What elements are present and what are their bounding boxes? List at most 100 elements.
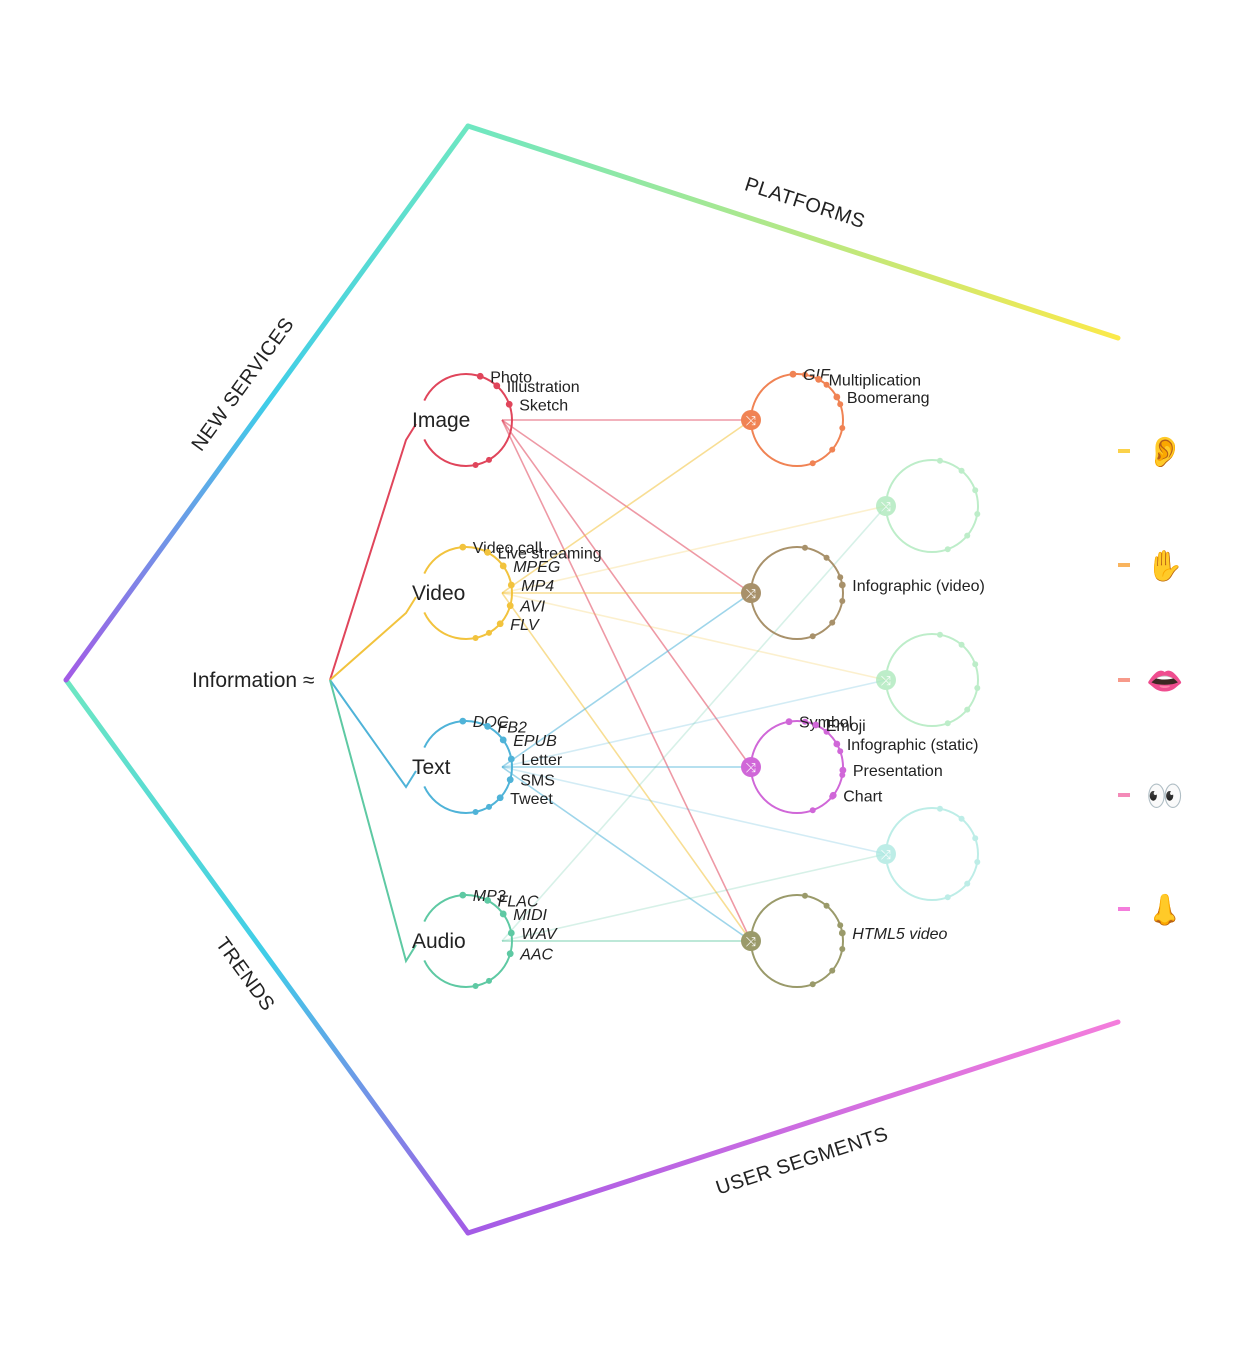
output-item-dot-o5-0 [785,718,793,726]
output-o3: ⤨ Infographic (video) [741,544,985,640]
output-item-label-o1-1: Multiplication [829,372,921,389]
item-label-text-4: SMS [520,773,555,790]
connection-text-o3 [501,592,752,768]
output-ring-o3 [750,546,844,640]
output-dot-o1-5 [809,460,816,467]
item-dot-extra-audio-1 [472,982,479,989]
output-dot-o6-2 [972,835,979,842]
output-dot-o3-3 [839,597,846,604]
output-dot-o6-3 [974,858,981,865]
item-dot-video-2 [499,562,507,570]
lips-icon: 👄 [1146,665,1183,698]
output-item-label-o5-2: Infographic (static) [847,737,979,754]
item-label-image-2: Sketch [519,397,568,414]
connection-video-o1 [501,419,752,594]
shuffle-icon: ⤨ [881,847,892,862]
output-dot-o6-5 [944,894,951,901]
root-link-image [329,423,417,681]
shuffle-icon: ⤨ [746,760,757,775]
root-links [329,423,417,964]
output-dot-o7-3 [839,945,846,952]
category-ring-image [423,373,513,467]
root-link-video [329,596,417,681]
output-dot-o2-0 [936,457,943,464]
item-dot-text-3 [507,755,515,763]
nose-icon: 👃 [1146,892,1183,927]
connection-audio-o6 [501,853,887,942]
item-label-video-3: MP4 [521,578,554,595]
pentagon-edge-top [465,123,1121,341]
item-dot-video-0 [459,543,467,551]
item-dot-text-1 [484,722,491,730]
output-item-label-o1-2: Boomerang [847,390,930,407]
connection-text-o4 [501,679,887,768]
output-item-label-o3-0: Infographic (video) [852,578,985,595]
item-label-text-2: EPUB [513,733,557,750]
item-dot-extra-video-0 [486,629,492,636]
output-ring-o2 [885,459,979,553]
pentagon-edge-lower-left [63,677,471,1236]
category-label-image: Image [412,409,470,432]
category-ring-audio [423,894,513,988]
output-item-label-o5-0: Symbol [799,715,852,732]
item-dot-text-4 [506,776,514,784]
output-dot-o7-2 [837,922,844,929]
output-dot-o5-0 [801,718,808,725]
item-label-audio-0: MP3 [473,888,506,905]
category-label-audio: Audio [412,930,466,953]
item-dot-audio-0 [459,891,467,899]
output-dot-o5-3 [839,771,846,778]
connection-video-o2 [501,505,887,594]
item-dot-extra-audio-0 [486,977,492,984]
output-o7: ⤨HTML5 video [741,892,948,988]
output-item-label-o5-4: Chart [843,788,883,805]
connections [501,419,887,942]
shuffle-icon: ⤨ [746,586,757,601]
shuffle-icon: ⤨ [881,499,892,514]
item-dot-image-0 [476,372,484,380]
category-label-text: Text [412,756,451,779]
item-dot-video-1 [484,548,491,556]
item-label-audio-4: AAC [519,947,553,964]
root-link-audio [329,679,417,964]
item-dot-video-5 [496,620,504,628]
output-dot-o3-2 [837,574,844,581]
output-dot-o7-0 [801,892,808,899]
item-dot-extra-video-1 [472,634,479,641]
output-item-label-o1-0: GIF [803,367,831,384]
item-dot-video-4 [506,602,514,610]
side-label-platforms: PLATFORMS [742,173,868,233]
output-item-dot-o1-0 [789,370,797,378]
item-dot-video-3 [507,581,515,589]
output-item-dot-o7-0 [838,929,846,937]
outputs: ⤨GIFMultiplicationBoomerang⤨⤨Infographic… [741,367,985,988]
merge-node-o2 [876,496,896,516]
output-dot-o7-4 [829,967,836,974]
merge-node-o5 [741,757,761,777]
item-dot-text-5 [496,794,504,802]
senses: 👂✋👄👀👃 [1146,434,1183,927]
output-dot-o2-4 [964,532,971,539]
output-o2: ⤨ [876,457,981,553]
output-dot-o3-5 [809,633,816,640]
pentagon-edge-bottom [465,1019,1121,1236]
hand-icon: ✋ [1146,548,1183,583]
shuffle-icon: ⤨ [746,934,757,949]
output-dot-o5-2 [837,748,844,755]
output-dot-o1-4 [829,446,836,453]
connection-video-o4 [501,592,887,681]
output-dot-o4-4 [964,706,971,713]
output-dot-o2-1 [958,467,965,474]
item-dot-text-2 [499,736,507,744]
output-dot-o7-1 [823,902,830,909]
pentagon-edge-upper-left [63,123,471,683]
item-label-image-0: Photo [490,369,532,386]
item-dot-audio-2 [499,910,507,918]
output-item-dot-o5-1 [812,721,820,729]
output-dot-o2-3 [974,510,981,517]
output-item-dot-o3-0 [838,581,846,589]
